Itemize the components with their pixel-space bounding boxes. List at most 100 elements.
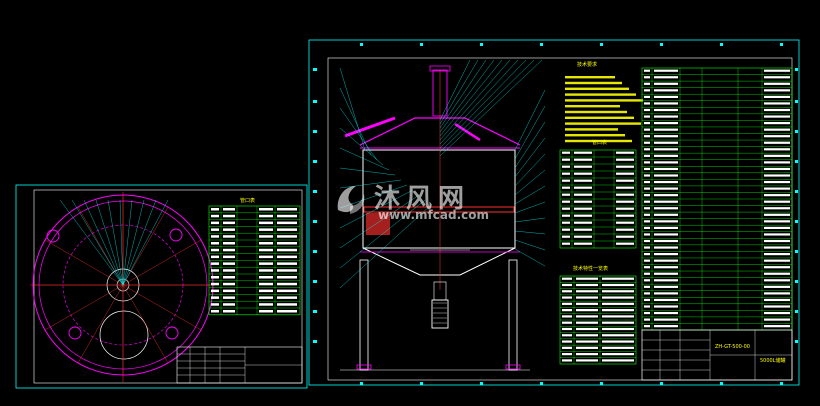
spec-table-cell: [576, 309, 598, 312]
nozzle-and-spec-tables: [559, 149, 637, 365]
left-table-cell-mark: [223, 282, 235, 286]
zone-tick-top: [420, 43, 423, 46]
nozzle-table-cell: [574, 151, 592, 154]
parts-table-cell: [644, 76, 650, 79]
parts-table-cell: [654, 292, 678, 295]
parts-table-cell: [764, 318, 790, 321]
left-table-cell-mark: [259, 235, 273, 238]
spec-table-cell: [576, 346, 598, 349]
parts-table-cell: [654, 102, 678, 105]
left-table-cell-mark: [223, 214, 235, 218]
leader-right: [514, 89, 546, 151]
leader-left: [339, 194, 420, 249]
parts-table-cell: [654, 311, 678, 315]
parts-table-cell: [644, 69, 650, 72]
tech-note-line: [565, 139, 632, 143]
left-table-cell-mark: [223, 296, 235, 299]
parts-table-cell: [644, 272, 650, 275]
zone-tick-top: [360, 43, 363, 46]
nozzle-table-cell: [616, 165, 634, 168]
nozzle-table-cell: [562, 228, 570, 231]
left-table-cell-mark: [211, 208, 219, 211]
parts-table-cell: [764, 108, 790, 112]
parts-table-cell: [654, 89, 678, 92]
zone-tick-right: [795, 130, 798, 133]
plan-leader: [122, 199, 157, 286]
nozzle-table-cell: [616, 172, 634, 175]
parts-table-cell: [644, 292, 650, 295]
nozzle-table-cell: [562, 165, 570, 168]
parts-table-cell: [654, 141, 678, 144]
leader-right: [514, 248, 546, 267]
left-table-cell-mark: [211, 262, 219, 265]
parts-table-cell: [644, 148, 650, 151]
nozzle-table-cell: [562, 186, 570, 189]
parts-table-cell: [644, 239, 650, 243]
parts-table-cell: [764, 69, 790, 72]
zone-tick-left: [313, 100, 317, 103]
nozzle-table-cell: [616, 228, 634, 231]
spec-table-cell: [562, 290, 572, 293]
parts-table-cell: [644, 233, 650, 236]
left-table-cell-mark: [259, 269, 273, 272]
parts-table-cell: [644, 167, 650, 171]
leader-left: [339, 87, 372, 156]
leader-right: [514, 185, 546, 205]
parts-table-cell: [764, 266, 790, 269]
zone-tick-right: [795, 100, 798, 103]
plan-lug-2: [68, 326, 82, 340]
left-table-cell-mark: [259, 296, 273, 299]
parts-table-cell: [654, 246, 678, 249]
zone-tick-left: [313, 160, 317, 163]
elev-foot-1: [505, 364, 521, 370]
left-table-cell-mark: [277, 303, 297, 306]
nozzle-table-cell: [574, 158, 592, 161]
plan-leader: [59, 199, 124, 286]
spec-table-cell: [602, 321, 634, 324]
zone-tick-left: [313, 68, 317, 71]
nozzle-table-cell: [562, 151, 570, 154]
nozzle-table-cell: [616, 221, 634, 224]
tech-note-line: [565, 76, 615, 79]
zone-tick-top: [600, 43, 603, 46]
nozzle-table-cell: [562, 221, 570, 224]
spec-table-cell: [562, 353, 572, 356]
leader-left: [339, 167, 396, 176]
tech-note-line: [565, 134, 625, 137]
parts-table-cell: [764, 233, 790, 236]
parts-table-cell: [644, 108, 650, 112]
parts-table-cell: [764, 95, 790, 98]
nozzle-table-cell: [574, 186, 592, 189]
spec-table-cell: [562, 277, 572, 280]
tech-note-line: [565, 128, 618, 131]
left-table-cell-mark: [277, 208, 297, 211]
leader-left: [339, 107, 378, 161]
left-table-cell-mark: [259, 242, 273, 245]
spec-table-cell: [602, 353, 634, 356]
plan-leader: [122, 199, 133, 286]
spec-table-cell: [576, 277, 598, 280]
leader-right: [514, 239, 546, 251]
left-table-cell-mark: [223, 310, 235, 313]
parts-table-cell: [654, 69, 678, 72]
parts-table-cell: [764, 167, 790, 171]
left-table-cell-mark: [277, 296, 297, 299]
right-sheet-outer-frame: [308, 39, 800, 386]
nozzle-table-cell: [562, 193, 570, 196]
plan-leader: [107, 199, 124, 286]
left-sheet-top-view: [15, 184, 308, 389]
tech-note-line: [565, 81, 622, 85]
spec-table-cell: [562, 315, 572, 318]
spec-table-cell: [602, 290, 634, 293]
right-title-block: [641, 329, 793, 381]
zone-tick-bottom: [600, 382, 603, 385]
plan-leader: [83, 199, 124, 286]
zone-tick-top: [540, 43, 543, 46]
left-table-cell-mark: [277, 228, 297, 231]
nozzle-table-cell: [574, 179, 592, 182]
spec-table-cell: [602, 302, 634, 305]
parts-table-cell: [654, 298, 678, 302]
zone-tick-bottom: [780, 382, 783, 385]
plan-radial: [44, 239, 124, 286]
